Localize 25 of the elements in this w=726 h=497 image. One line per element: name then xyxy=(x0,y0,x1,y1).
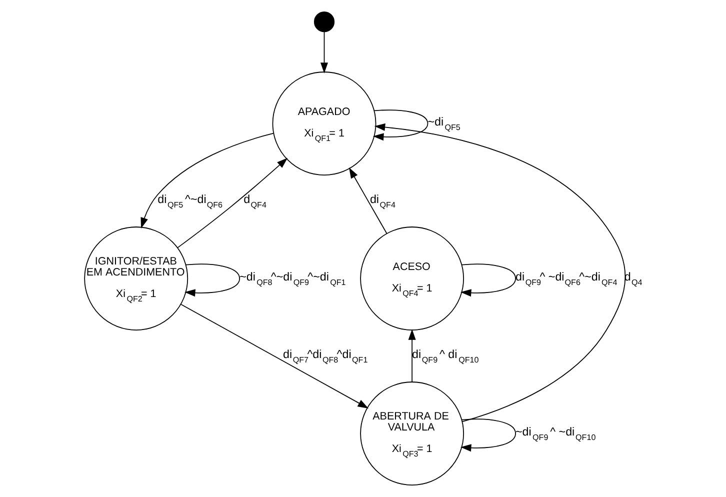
edge-label: di$_{QF5}$ ^~di$_{QF6}$ xyxy=(158,193,223,210)
node-circle: IGNITOR/ESTAB EM ACENDIMENTO Xi$_{QF2}$= 1 xyxy=(84,226,188,330)
edge-label: ~di$_{QF8}$^~di$_{QF9}$^~di$_{QF1}$ xyxy=(240,270,346,288)
arrow xyxy=(408,329,416,382)
arrow xyxy=(184,264,240,297)
edge-label: di$_{QF9}$ ^ di$_{QF10}$ xyxy=(412,348,479,365)
node-circle: APAGADO Xi$_{QF1}$= 1 xyxy=(272,72,376,176)
node-circle xyxy=(314,12,335,32)
arrow xyxy=(140,132,274,228)
arrow xyxy=(177,158,288,248)
arrow xyxy=(320,32,328,74)
edge-label: di$_{QF9}$^ ~di$_{QF6}$^~di$_{QF4}$ xyxy=(516,270,618,288)
edge-label: di$_{QF7}$^di$_{QF8}$^di$_{QF1}$ xyxy=(283,348,368,365)
arrow xyxy=(180,304,369,408)
node-circle: ABERTURA DE VALVULA Xi$_{QF3}$= 1 xyxy=(360,382,464,486)
arrow xyxy=(460,418,516,452)
edge-label: ~di$_{QF9}$ ^ ~di$_{QF10}$ xyxy=(516,426,596,442)
arrow xyxy=(460,264,516,297)
arrow xyxy=(348,168,388,234)
edge-label: ~di$_{QF5}$ xyxy=(428,116,460,132)
edge-label: d$_{QF4}$ xyxy=(244,193,266,210)
arrow xyxy=(374,123,626,422)
edge-label: di$_{QF4}$ xyxy=(370,193,396,210)
arrow xyxy=(372,110,428,141)
node-circle: ACESO Xi$_{QF4}$= 1 xyxy=(360,226,464,330)
